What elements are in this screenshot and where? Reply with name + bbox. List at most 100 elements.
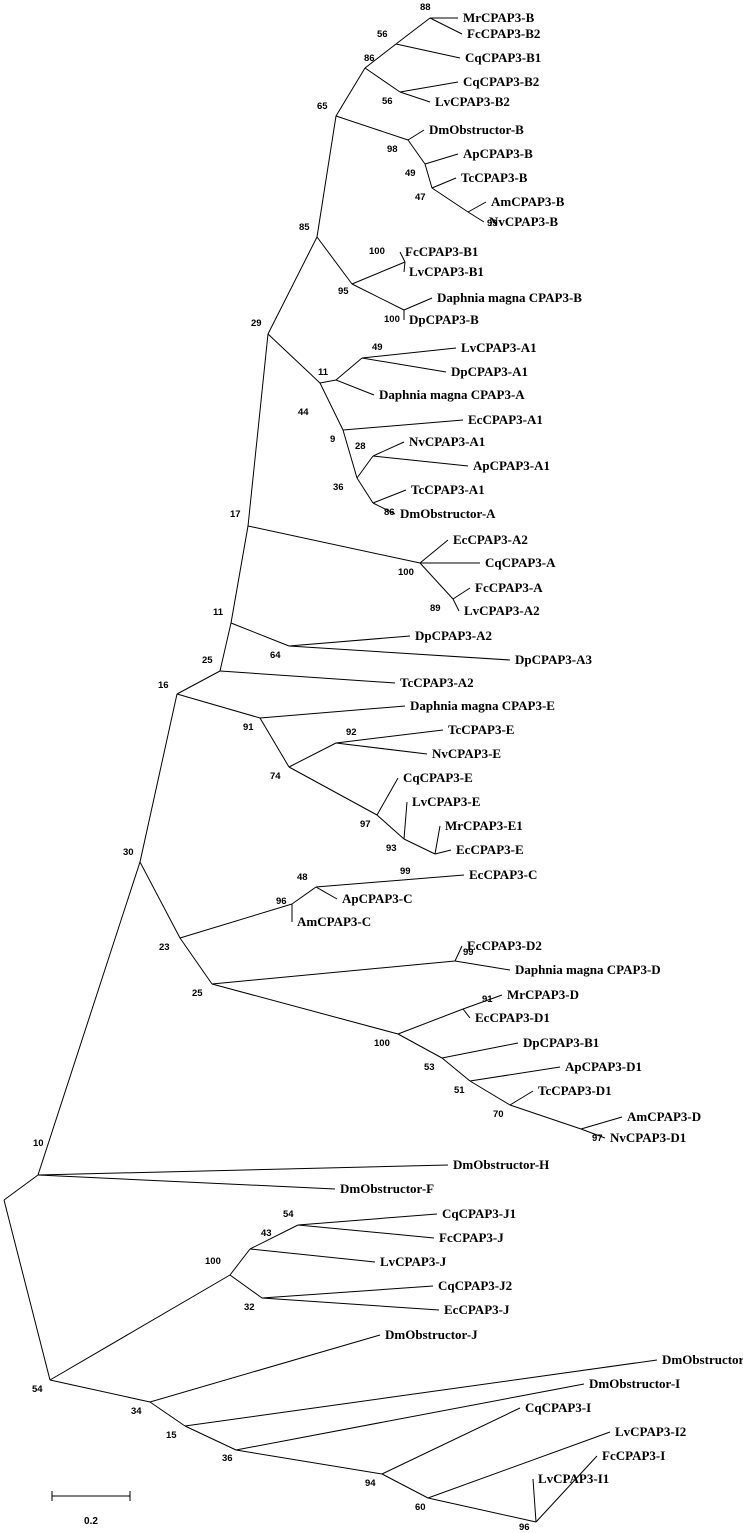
branch — [176, 670, 221, 695]
branch — [454, 960, 511, 971]
bootstrap-value: 25 — [192, 988, 203, 999]
branch — [249, 1224, 299, 1250]
leaf-label: DpCPAP3-A3 — [515, 652, 593, 667]
bootstrap-value: 43 — [261, 1228, 272, 1239]
branch — [395, 43, 461, 59]
leaf-label: LvCPAP3-J — [380, 1254, 447, 1269]
branch — [288, 766, 378, 816]
bootstrap-value: 10 — [33, 1138, 44, 1149]
leaf-label: DmObstructor-I — [589, 1376, 680, 1391]
bootstrap-value: 11 — [213, 607, 224, 618]
bootstrap-value: 91 — [482, 994, 493, 1005]
leaf-label: DpCPAP3-B1 — [523, 1035, 599, 1050]
branch — [319, 382, 344, 431]
branch — [184, 1425, 237, 1451]
branch — [351, 261, 406, 285]
branch — [419, 562, 454, 600]
branch — [247, 333, 269, 527]
branch — [399, 251, 406, 263]
branch — [219, 622, 232, 672]
branch — [372, 455, 469, 467]
leaf-label: LvCPAP3-A2 — [464, 603, 540, 618]
bootstrap-value: 97 — [360, 819, 371, 830]
branch — [441, 1057, 471, 1082]
branch — [424, 153, 459, 165]
scale-bar: 0.2 — [51, 1491, 131, 1527]
bootstrap-value: 94 — [365, 1478, 376, 1489]
bootstrap-value: 86 — [364, 53, 375, 64]
branch — [361, 357, 447, 373]
bootstrap-value: 11 — [318, 367, 329, 378]
leaf-label: EcCPAP3-A2 — [453, 532, 528, 547]
bootstrap-value: 48 — [297, 872, 308, 883]
bootstrap-value: 98 — [387, 144, 398, 155]
leaf-label: CqCPAP3-B1 — [465, 50, 541, 65]
leaf-label: NvCPAP3-A1 — [409, 434, 485, 449]
bootstrap-value: 56 — [382, 96, 393, 107]
bootstrap-value: 64 — [270, 650, 281, 661]
branch — [427, 1431, 611, 1499]
leaf-label: LvCPAP3-E — [412, 794, 480, 809]
branch — [509, 1090, 534, 1106]
branch — [267, 333, 321, 384]
branch — [342, 429, 358, 479]
leaf-label: DmObstructor-B — [429, 122, 524, 137]
leaf-label: EcCPAP3-A1 — [468, 412, 543, 427]
leaf-label: MrCPAP3-D — [507, 987, 579, 1002]
branch — [37, 861, 141, 1176]
bootstrap-value: 91 — [243, 722, 254, 733]
branch — [427, 1497, 537, 1523]
leaf-label: NvCPAP3-E — [432, 746, 501, 761]
branch — [395, 17, 431, 45]
bootstrap-value: 49 — [372, 342, 383, 353]
branch — [397, 1033, 443, 1059]
branch — [37, 1164, 449, 1176]
bootstrap-value: 99 — [463, 947, 474, 958]
branch — [469, 1066, 561, 1082]
branch — [403, 801, 408, 840]
bootstrap-value: 29 — [251, 318, 262, 329]
branch — [184, 1359, 658, 1427]
branch — [407, 129, 425, 141]
scale-bar-label: 0.2 — [84, 1516, 98, 1527]
leaf-label: EcCPAP3-D2 — [467, 938, 542, 953]
branch — [179, 903, 293, 939]
branch — [434, 825, 441, 855]
branch — [211, 960, 456, 985]
leaf-label: MrCPAP3-B — [463, 10, 535, 25]
branch — [139, 693, 178, 863]
branch — [179, 937, 213, 985]
branch — [176, 693, 261, 719]
branch — [580, 1116, 623, 1130]
bootstrap-value: 97 — [592, 1133, 603, 1144]
leaf-label: Daphnia magna CPAP3-D — [515, 962, 661, 977]
leaf-label: CqCPAP3-J2 — [438, 1278, 512, 1293]
branch — [247, 525, 421, 564]
branch — [139, 861, 181, 939]
branch — [364, 67, 401, 93]
bootstrap-value: 28 — [355, 441, 366, 452]
bootstrap-value: 54 — [283, 1209, 294, 1220]
bootstrap-value: 54 — [32, 1384, 43, 1395]
leaf-label: TcCPAP3-D1 — [538, 1083, 612, 1098]
branch — [580, 1128, 606, 1139]
branch — [261, 1297, 440, 1311]
bootstrap-value: 93 — [386, 843, 397, 854]
branch — [288, 635, 411, 647]
branch — [259, 717, 290, 768]
leaf-label: DmObstructor-H — [453, 1157, 549, 1172]
bootstrap-value: 74 — [270, 771, 281, 782]
branch — [319, 379, 337, 384]
bootstrap-value: 60 — [415, 1502, 426, 1513]
branch — [431, 187, 469, 213]
leaf-label: EcCPAP3-J — [444, 1302, 510, 1317]
bootstrap-value: 36 — [333, 482, 344, 493]
branch — [372, 502, 396, 515]
leaf-label: EcCPAP3-E — [456, 842, 524, 857]
bootstrap-value: 86 — [384, 507, 395, 518]
leaf-label: Daphnia magna CPAP3-B — [437, 290, 582, 305]
branch — [429, 17, 463, 35]
bootstrap-labels: 8856865665984947998510095100294911449283… — [32, 2, 603, 1533]
branch — [297, 1224, 435, 1239]
